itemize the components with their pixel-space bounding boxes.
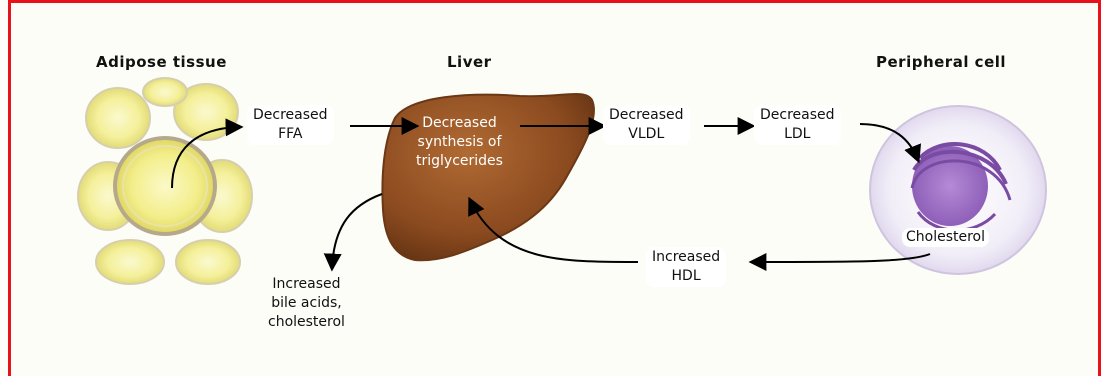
ldl-label: Decreased LDL [754, 105, 841, 145]
vldl-label: Decreased VLDL [603, 105, 690, 145]
peripheral-cell-title: Peripheral cell [876, 53, 1006, 71]
hdl-label: Increased HDL [646, 247, 726, 287]
arrow-liver-to-bile [332, 194, 382, 268]
liver-title: Liver [447, 53, 492, 71]
liver-synthesis-label: Decreased synthesis of triglycerides [416, 114, 503, 171]
adipose-tissue-title: Adipose tissue [96, 53, 227, 71]
peripheral-cell-illustration [870, 106, 1046, 274]
cholesterol-label: Cholesterol [902, 228, 989, 247]
ffa-label: Decreased FFA [247, 105, 334, 145]
bile-acids-label: Increased bile acids, cholesterol [268, 275, 345, 332]
adipose-tissue-illustration [78, 78, 252, 284]
